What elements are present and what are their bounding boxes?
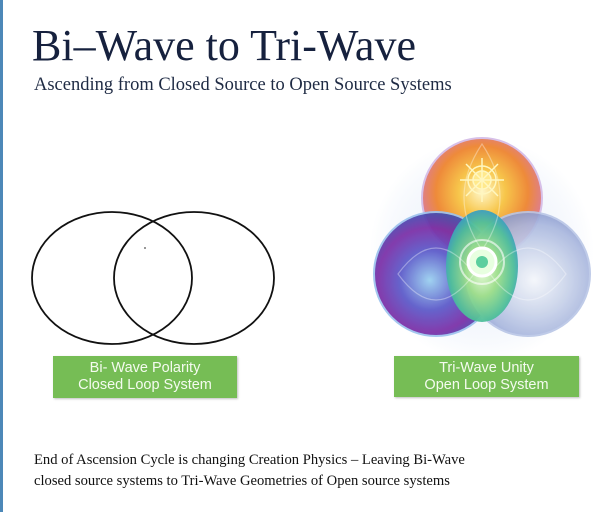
bi-wave-label-line2: Closed Loop System	[78, 377, 212, 393]
tri-wave-label-line1: Tri-Wave Unity	[439, 359, 534, 376]
center-dot	[144, 247, 146, 249]
slide-caption: End of Ascension Cycle is changing Creat…	[34, 450, 612, 492]
tri-wave-mandala-image	[370, 137, 594, 362]
caption-line1: End of Ascension Cycle is changing Creat…	[34, 452, 465, 468]
tri-wave-label-line2: Open Loop System	[424, 376, 549, 393]
left-circle	[31, 211, 193, 345]
slide-title: Bi–Wave to Tri-Wave	[32, 21, 416, 70]
slide-accent-rule	[0, 0, 3, 512]
bi-wave-venn-diagram	[31, 211, 275, 345]
top-star-icon	[460, 158, 504, 202]
caption-line2: closed source systems to Tri-Wave Geomet…	[34, 473, 450, 489]
bi-wave-label-line1: Bi- Wave Polarity	[89, 360, 201, 376]
slide-subtitle: Ascending from Closed Source to Open Sou…	[34, 75, 452, 95]
right-circle	[113, 211, 275, 345]
tri-wave-label: Tri-Wave Unity Open Loop System	[394, 356, 579, 397]
bi-wave-label: Bi- Wave Polarity Closed Loop System	[53, 356, 237, 398]
